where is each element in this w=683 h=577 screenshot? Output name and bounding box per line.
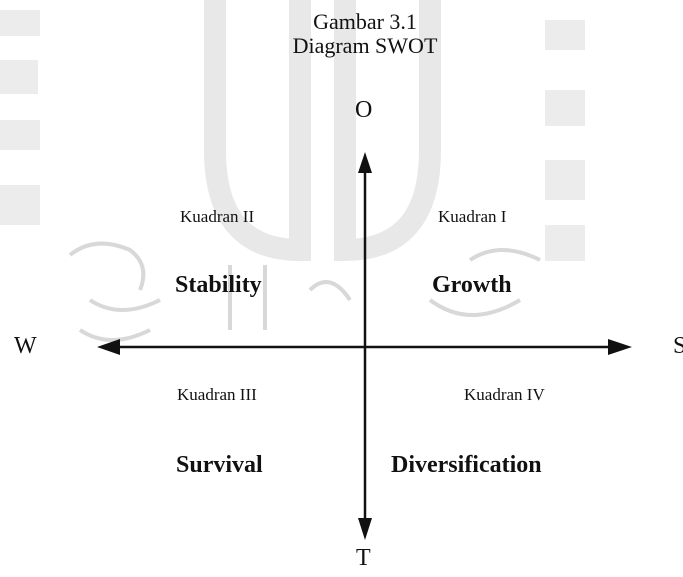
axis-label-threats: T — [356, 545, 371, 571]
axis-label-strengths: S — [673, 333, 683, 359]
up-arrow-icon — [358, 152, 372, 173]
quadrant-1-label: Kuadran I — [438, 207, 507, 226]
axis-label-weaknesses: W — [14, 333, 37, 359]
quadrant-3-strategy: Survival — [176, 452, 263, 478]
down-arrow-icon — [358, 518, 372, 540]
figure-number: Gambar 3.1 — [313, 9, 417, 34]
quadrant-3-label: Kuadran III — [177, 385, 257, 404]
right-arrow-icon — [608, 339, 632, 355]
quadrant-2-strategy: Stability — [175, 272, 262, 298]
quadrant-4-label: Kuadran IV — [464, 385, 545, 404]
figure-title: Diagram SWOT — [292, 33, 438, 58]
quadrant-2-label: Kuadran II — [180, 207, 255, 226]
quadrant-4-strategy: Diversification — [391, 452, 542, 478]
left-arrow-icon — [97, 339, 120, 355]
axis-label-opportunities: O — [355, 97, 373, 123]
quadrant-1-strategy: Growth — [432, 272, 512, 298]
